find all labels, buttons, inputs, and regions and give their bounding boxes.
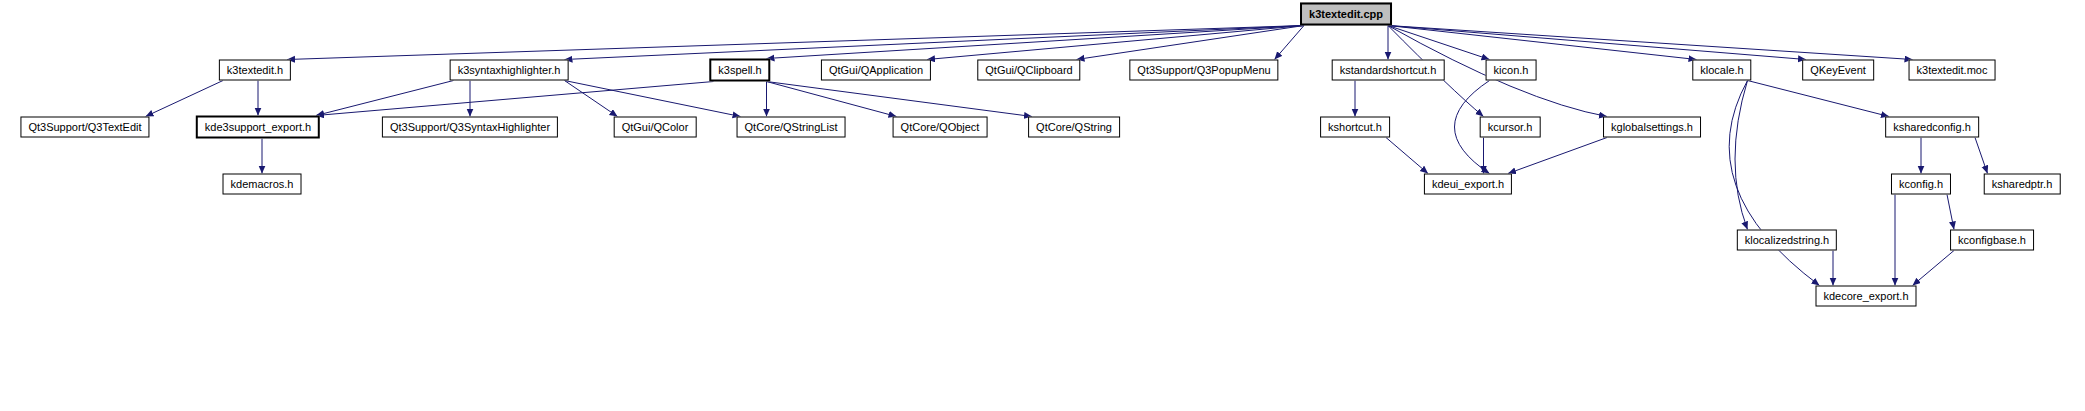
node-k3syntaxhighlighter_h[interactable]: k3syntaxhighlighter.h xyxy=(450,60,569,81)
node-kconfig_h[interactable]: kconfig.h xyxy=(1891,174,1951,195)
edge-k3textedit_cpp-to-k3spell_h xyxy=(767,26,1305,59)
node-ksharedptr_h[interactable]: ksharedptr.h xyxy=(1984,174,2061,195)
node-k3textedit_moc[interactable]: k3textedit.moc xyxy=(1909,60,1996,81)
edge-klocale_h-to-klocalizedstring_h xyxy=(1735,81,1748,230)
edge-k3textedit_cpp-to-kicon_h xyxy=(1388,26,1490,60)
node-kstandardshortcut_h[interactable]: kstandardshortcut.h xyxy=(1332,60,1445,81)
node-qkeyevent[interactable]: QKeyEvent xyxy=(1802,60,1874,81)
node-qapplication[interactable]: QtGui/QApplication xyxy=(821,60,931,81)
edge-kconfig_h-to-kconfigbase_h xyxy=(1947,195,1954,230)
node-klocale_h[interactable]: klocale.h xyxy=(1692,60,1751,81)
edge-kshortcut_h-to-kdeui_export_h xyxy=(1386,138,1428,174)
edge-k3textedit_cpp-to-k3textedit_moc xyxy=(1388,26,1913,60)
node-qstring[interactable]: QtCore/QString xyxy=(1028,117,1120,138)
node-kcursor_h[interactable]: kcursor.h xyxy=(1480,117,1541,138)
edge-k3textedit_cpp-to-qapplication xyxy=(927,26,1304,60)
node-qobject[interactable]: QtCore/QObject xyxy=(893,117,988,138)
edge-k3syntaxhighlighter_h-to-qcolor xyxy=(565,81,618,117)
node-q3popupmenu[interactable]: Qt3Support/Q3PopupMenu xyxy=(1129,60,1278,81)
node-kdemacros_h[interactable]: kdemacros.h xyxy=(223,174,302,195)
edge-k3syntaxhighlighter_h-to-kde3support_export_h xyxy=(316,81,454,116)
edge-k3textedit_cpp-to-k3textedit_h xyxy=(287,26,1304,60)
edge-kglobalsettings_h-to-kdeui_export_h xyxy=(1508,138,1607,174)
node-kicon_h[interactable]: kicon.h xyxy=(1486,60,1537,81)
edge-kconfigbase_h-to-kdecore_export_h xyxy=(1913,251,1955,286)
edge-k3textedit_cpp-to-klocale_h xyxy=(1388,26,1697,60)
node-kconfigbase_h[interactable]: kconfigbase.h xyxy=(1950,230,2034,251)
edge-k3spell_h-to-qstring xyxy=(767,82,1033,117)
edge-klocale_h-to-kdecore_export_h xyxy=(1729,81,1819,286)
node-k3spell_h[interactable]: k3spell.h xyxy=(709,59,770,82)
edge-k3textedit_cpp-to-k3syntaxhighlighter_h xyxy=(565,26,1305,60)
node-kde3support_export_h[interactable]: kde3support_export.h xyxy=(196,116,320,139)
edge-k3textedit_cpp-to-q3popupmenu xyxy=(1275,26,1305,60)
node-qcolor[interactable]: QtGui/QColor xyxy=(614,117,697,138)
node-k3textedit_cpp[interactable]: k3textedit.cpp xyxy=(1300,3,1392,26)
edge-k3spell_h-to-kde3support_export_h xyxy=(316,82,714,116)
node-k3textedit_h[interactable]: k3textedit.h xyxy=(219,60,291,81)
edge-ksharedconfig_h-to-ksharedptr_h xyxy=(1975,138,1988,174)
node-kshortcut_h[interactable]: kshortcut.h xyxy=(1320,117,1390,138)
node-qclipboard[interactable]: QtGui/QClipboard xyxy=(977,60,1080,81)
node-q3textedit[interactable]: Qt3Support/Q3TextEdit xyxy=(20,117,149,138)
node-kdecore_export_h[interactable]: kdecore_export.h xyxy=(1816,286,1917,307)
edge-k3textedit_cpp-to-qclipboard xyxy=(1077,26,1305,60)
edge-klocale_h-to-ksharedconfig_h xyxy=(1748,81,1890,117)
node-kdeui_export_h[interactable]: kdeui_export.h xyxy=(1424,174,1512,195)
node-kglobalsettings_h[interactable]: kglobalsettings.h xyxy=(1603,117,1701,138)
node-q3syntaxhighlighter[interactable]: Qt3Support/Q3SyntaxHighlighter xyxy=(382,117,558,138)
node-ksharedconfig_h[interactable]: ksharedconfig.h xyxy=(1885,117,1979,138)
edge-k3syntaxhighlighter_h-to-qstringlist xyxy=(565,81,741,117)
edge-k3spell_h-to-qobject xyxy=(767,82,897,117)
edge-k3textedit_cpp-to-qkeyevent xyxy=(1388,26,1806,60)
node-klocalizedstring_h[interactable]: klocalizedstring.h xyxy=(1737,230,1837,251)
node-qstringlist[interactable]: QtCore/QStringList xyxy=(737,117,846,138)
edge-k3textedit_h-to-q3textedit xyxy=(146,81,224,117)
